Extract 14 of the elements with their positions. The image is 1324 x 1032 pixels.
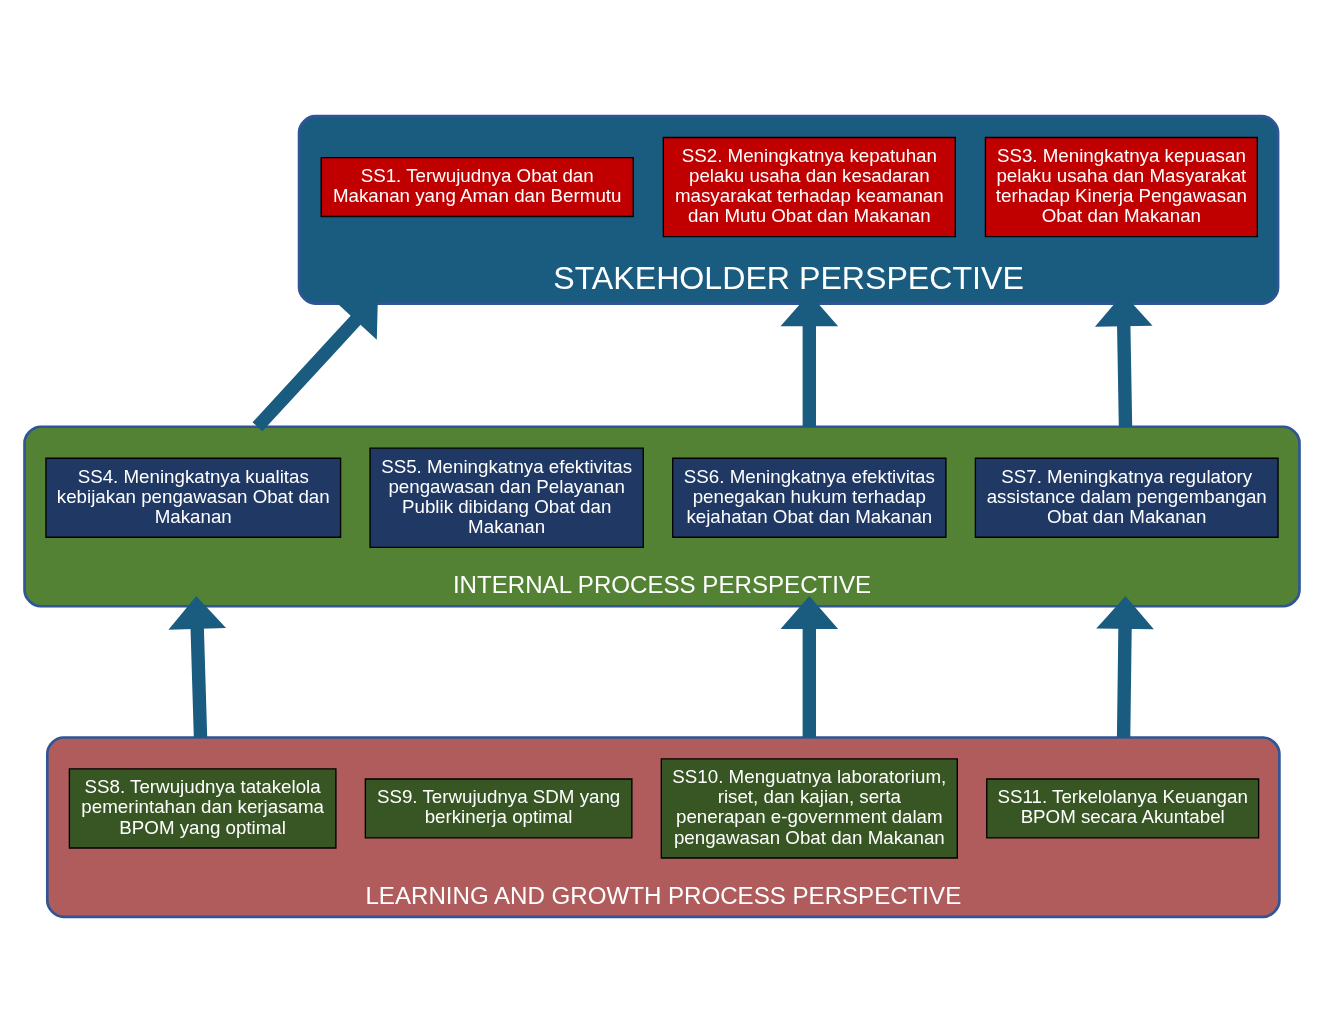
arrow [168, 595, 227, 738]
arrow [1096, 595, 1154, 738]
node-box: SS2. Meningkatnya kepatuhan pelaku usaha dan kesadaran masyarakat terhadap keamanan dan Mutu Obat dan Makanan [662, 136, 956, 237]
node-box: SS11. Terkelolanya Keuangan BPOM secara Akuntabel [986, 777, 1260, 839]
node-box: SS10. Menguatnya laboratorium, riset, dan kajian, serta penerapan e-government dalam pengawasan Obat dan Makanan [660, 757, 958, 859]
node-box: SS3. Meningkatnya kepuasan pelaku usaha dan Masyarakat terhadap Kinerja Pengawasan Obat dan Makanan [984, 136, 1258, 237]
node-box: SS6. Meningkatnya efektivitas penegakan hukum terhadap kejahatan Obat dan Makanan [672, 457, 947, 538]
node-box: SS4. Meningkatnya kualitas kebijakan pengawasan Obat dan Makanan [45, 457, 342, 538]
node-box: SS8. Terwujudnya tatakelola pemerintahan dan kerjasama BPOM yang optimal [68, 767, 337, 849]
node-box: SS9. Terwujudnya SDM yang berkinerja optimal [364, 777, 633, 839]
arrow [780, 595, 839, 737]
node-box: SS7. Meningkatnya regulatory assistance dalam pengembangan Obat dan Makanan [974, 457, 1279, 538]
node-box: SS5. Meningkatnya efektivitas pengawasan dan Pelayanan Publik dibidang Obat dan Makanan [369, 447, 644, 548]
node-box: SS1. Terwujudnya Obat dan Makanan yang Aman dan Bermutu [320, 156, 634, 217]
